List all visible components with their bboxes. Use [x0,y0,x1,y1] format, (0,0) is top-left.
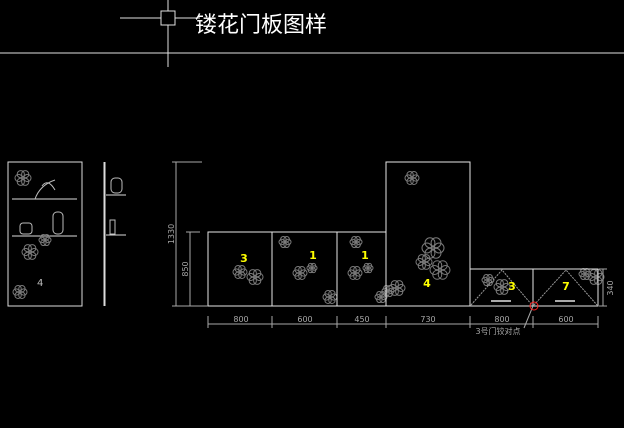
dim-label: 730 [420,315,435,324]
dim-label: 600 [297,315,312,324]
page-title: 镂花门板图样 [195,13,327,38]
flower-icon [38,233,52,247]
panel-label: 1 [361,249,369,262]
flower-icon [421,237,445,259]
flower-icon [349,235,363,249]
panel-label: 1 [309,249,317,262]
dim-label: 800 [233,315,248,324]
panel-label: 3 [508,280,516,293]
flower-icon [246,269,264,285]
flower-icon [481,273,495,287]
side-panel-elevation [7,161,83,307]
flower-pattern [12,170,605,304]
flower-icon [587,269,605,285]
flower-icon [306,262,318,274]
flower-icon [493,279,511,295]
side-panel-label: 4 [37,278,43,289]
hinge-note: 3号门铰对点 [475,326,520,336]
dim-label-total: 1330 [167,224,176,244]
dim-label-mid: 850 [181,261,190,276]
panel-label: 3 [240,252,248,265]
crosshair-cursor [0,0,624,67]
flower-icon [292,266,308,280]
dim-label: 600 [558,315,573,324]
dim-label: 800 [494,315,509,324]
flower-icon [278,235,292,249]
flower-icon [404,171,420,185]
flower-icon [429,260,451,280]
hinge-marker [529,301,539,311]
panel-label: 7 [562,280,570,293]
flower-icon [21,244,39,260]
flower-icon [362,262,374,274]
panel-label: 4 [423,277,431,290]
panel-6 [532,268,599,307]
panel-1 [207,231,273,307]
flower-icon [388,280,406,296]
panel-4 [385,161,471,307]
flower-icon [415,254,433,270]
side-profile [103,162,126,306]
flower-icon [12,285,28,299]
flower-icon [347,266,363,280]
flower-icon [322,290,338,304]
door-panels [207,161,599,307]
dim-label-low: 340 [606,280,615,295]
flower-icon [374,290,388,304]
flower-icon [232,265,248,279]
flower-icon [14,170,32,186]
dimension-lines [172,161,607,329]
dim-label: 450 [354,315,369,324]
